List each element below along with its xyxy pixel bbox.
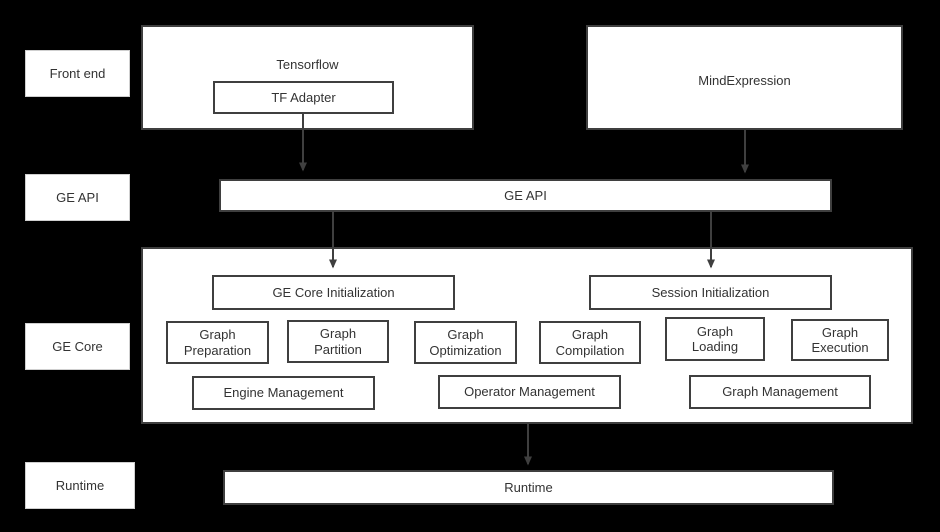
ge-api-bar: GE API: [219, 179, 832, 212]
graph-partition-label: Graph Partition: [314, 326, 362, 357]
graph-partition-box: Graph Partition: [287, 320, 389, 363]
engine-management-label: Engine Management: [223, 385, 344, 401]
graph-management-label: Graph Management: [722, 384, 838, 400]
tier-label-front-end: Front end: [25, 50, 130, 97]
graph-management-box: Graph Management: [689, 375, 871, 409]
graph-preparation-label: Graph Preparation: [183, 327, 252, 358]
graph-optimization-box: Graph Optimization: [414, 321, 517, 364]
session-initialization-label: Session Initialization: [651, 284, 770, 300]
tier-label-front-end-text: Front end: [49, 65, 106, 81]
mindexpression-container: MindExpression: [586, 25, 903, 130]
runtime-bar: Runtime: [223, 470, 834, 505]
ge-core-initialization-box: GE Core Initialization: [212, 275, 455, 310]
ge-core-initialization-label: GE Core Initialization: [272, 284, 395, 300]
tier-label-ge-api: GE API: [25, 174, 130, 221]
mindexpression-title: MindExpression: [698, 73, 791, 88]
ge-api-bar-label: GE API: [504, 187, 547, 203]
graph-optimization-label: Graph Optimization: [429, 327, 502, 358]
tensorflow-title: Tensorflow: [276, 57, 339, 72]
operator-management-label: Operator Management: [464, 384, 595, 400]
tf-adapter-box: TF Adapter: [213, 81, 394, 114]
tier-label-runtime-text: Runtime: [55, 477, 105, 493]
engine-management-box: Engine Management: [192, 376, 375, 410]
graph-loading-label: Graph Loading: [691, 323, 739, 354]
graph-execution-box: Graph Execution: [791, 319, 889, 361]
tier-label-ge-core: GE Core: [25, 323, 130, 370]
tensorflow-container: Tensorflow: [141, 25, 474, 130]
tier-label-runtime: Runtime: [25, 462, 135, 509]
tf-adapter-label: TF Adapter: [271, 89, 336, 105]
session-initialization-box: Session Initialization: [589, 275, 832, 310]
tier-label-ge-core-text: GE Core: [52, 338, 103, 354]
graph-execution-label: Graph Execution: [811, 324, 869, 355]
tier-label-ge-api-text: GE API: [56, 189, 99, 205]
graph-compilation-label: Graph Compilation: [555, 327, 625, 358]
operator-management-box: Operator Management: [438, 375, 621, 409]
graph-loading-box: Graph Loading: [665, 317, 765, 361]
runtime-bar-label: Runtime: [504, 479, 553, 495]
graph-compilation-box: Graph Compilation: [539, 321, 641, 364]
graph-preparation-box: Graph Preparation: [166, 321, 269, 364]
